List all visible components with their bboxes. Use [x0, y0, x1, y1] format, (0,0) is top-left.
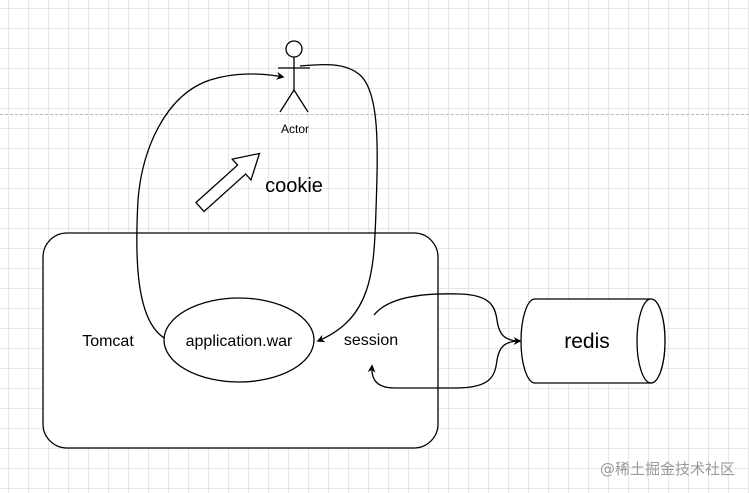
redis-to-session-connector[interactable]: [367, 340, 521, 389]
actor-to-war-connector[interactable]: [299, 63, 378, 343]
war-to-actor-connector[interactable]: [136, 71, 285, 341]
actor-label: Actor: [281, 122, 309, 136]
session-label: session: [344, 332, 398, 349]
application-war-ellipse[interactable]: [163, 297, 315, 383]
actor-icon[interactable]: [278, 40, 310, 113]
redis-cylinder[interactable]: [520, 298, 666, 384]
application-war-label: application.war: [186, 333, 293, 350]
cookie-label: cookie: [265, 175, 323, 197]
tomcat-label: Tomcat: [82, 333, 134, 350]
cookie-block-arrow[interactable]: [191, 143, 269, 217]
watermark: @稀土掘金技术社区: [599, 460, 735, 478]
session-to-redis-connector[interactable]: [373, 293, 522, 345]
redis-label: redis: [564, 330, 610, 353]
